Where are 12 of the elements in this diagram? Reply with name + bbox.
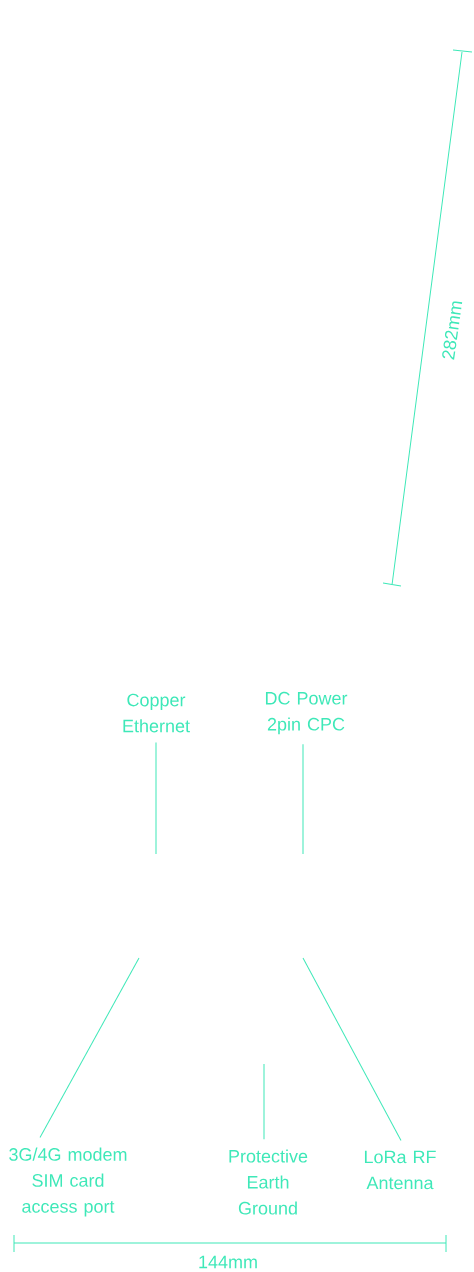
callout-label: DC Power 2pin CPC [265,691,348,735]
dimension-label: 282mm [442,301,463,360]
leader-line [39,957,140,1138]
leader-line [302,957,402,1142]
leader-line [155,742,157,855]
callout-label: LoRa RF Antenna [364,1150,436,1190]
callout-label: Protective Earth Ground [229,1149,308,1215]
leader-line [302,743,304,855]
callout-label: 3G/4G modem SIM card access port [9,1147,127,1217]
callout-label: Copper Ethernet [123,693,190,733]
leader-line [263,1063,265,1140]
dimension-label: 144mm [199,1255,257,1269]
